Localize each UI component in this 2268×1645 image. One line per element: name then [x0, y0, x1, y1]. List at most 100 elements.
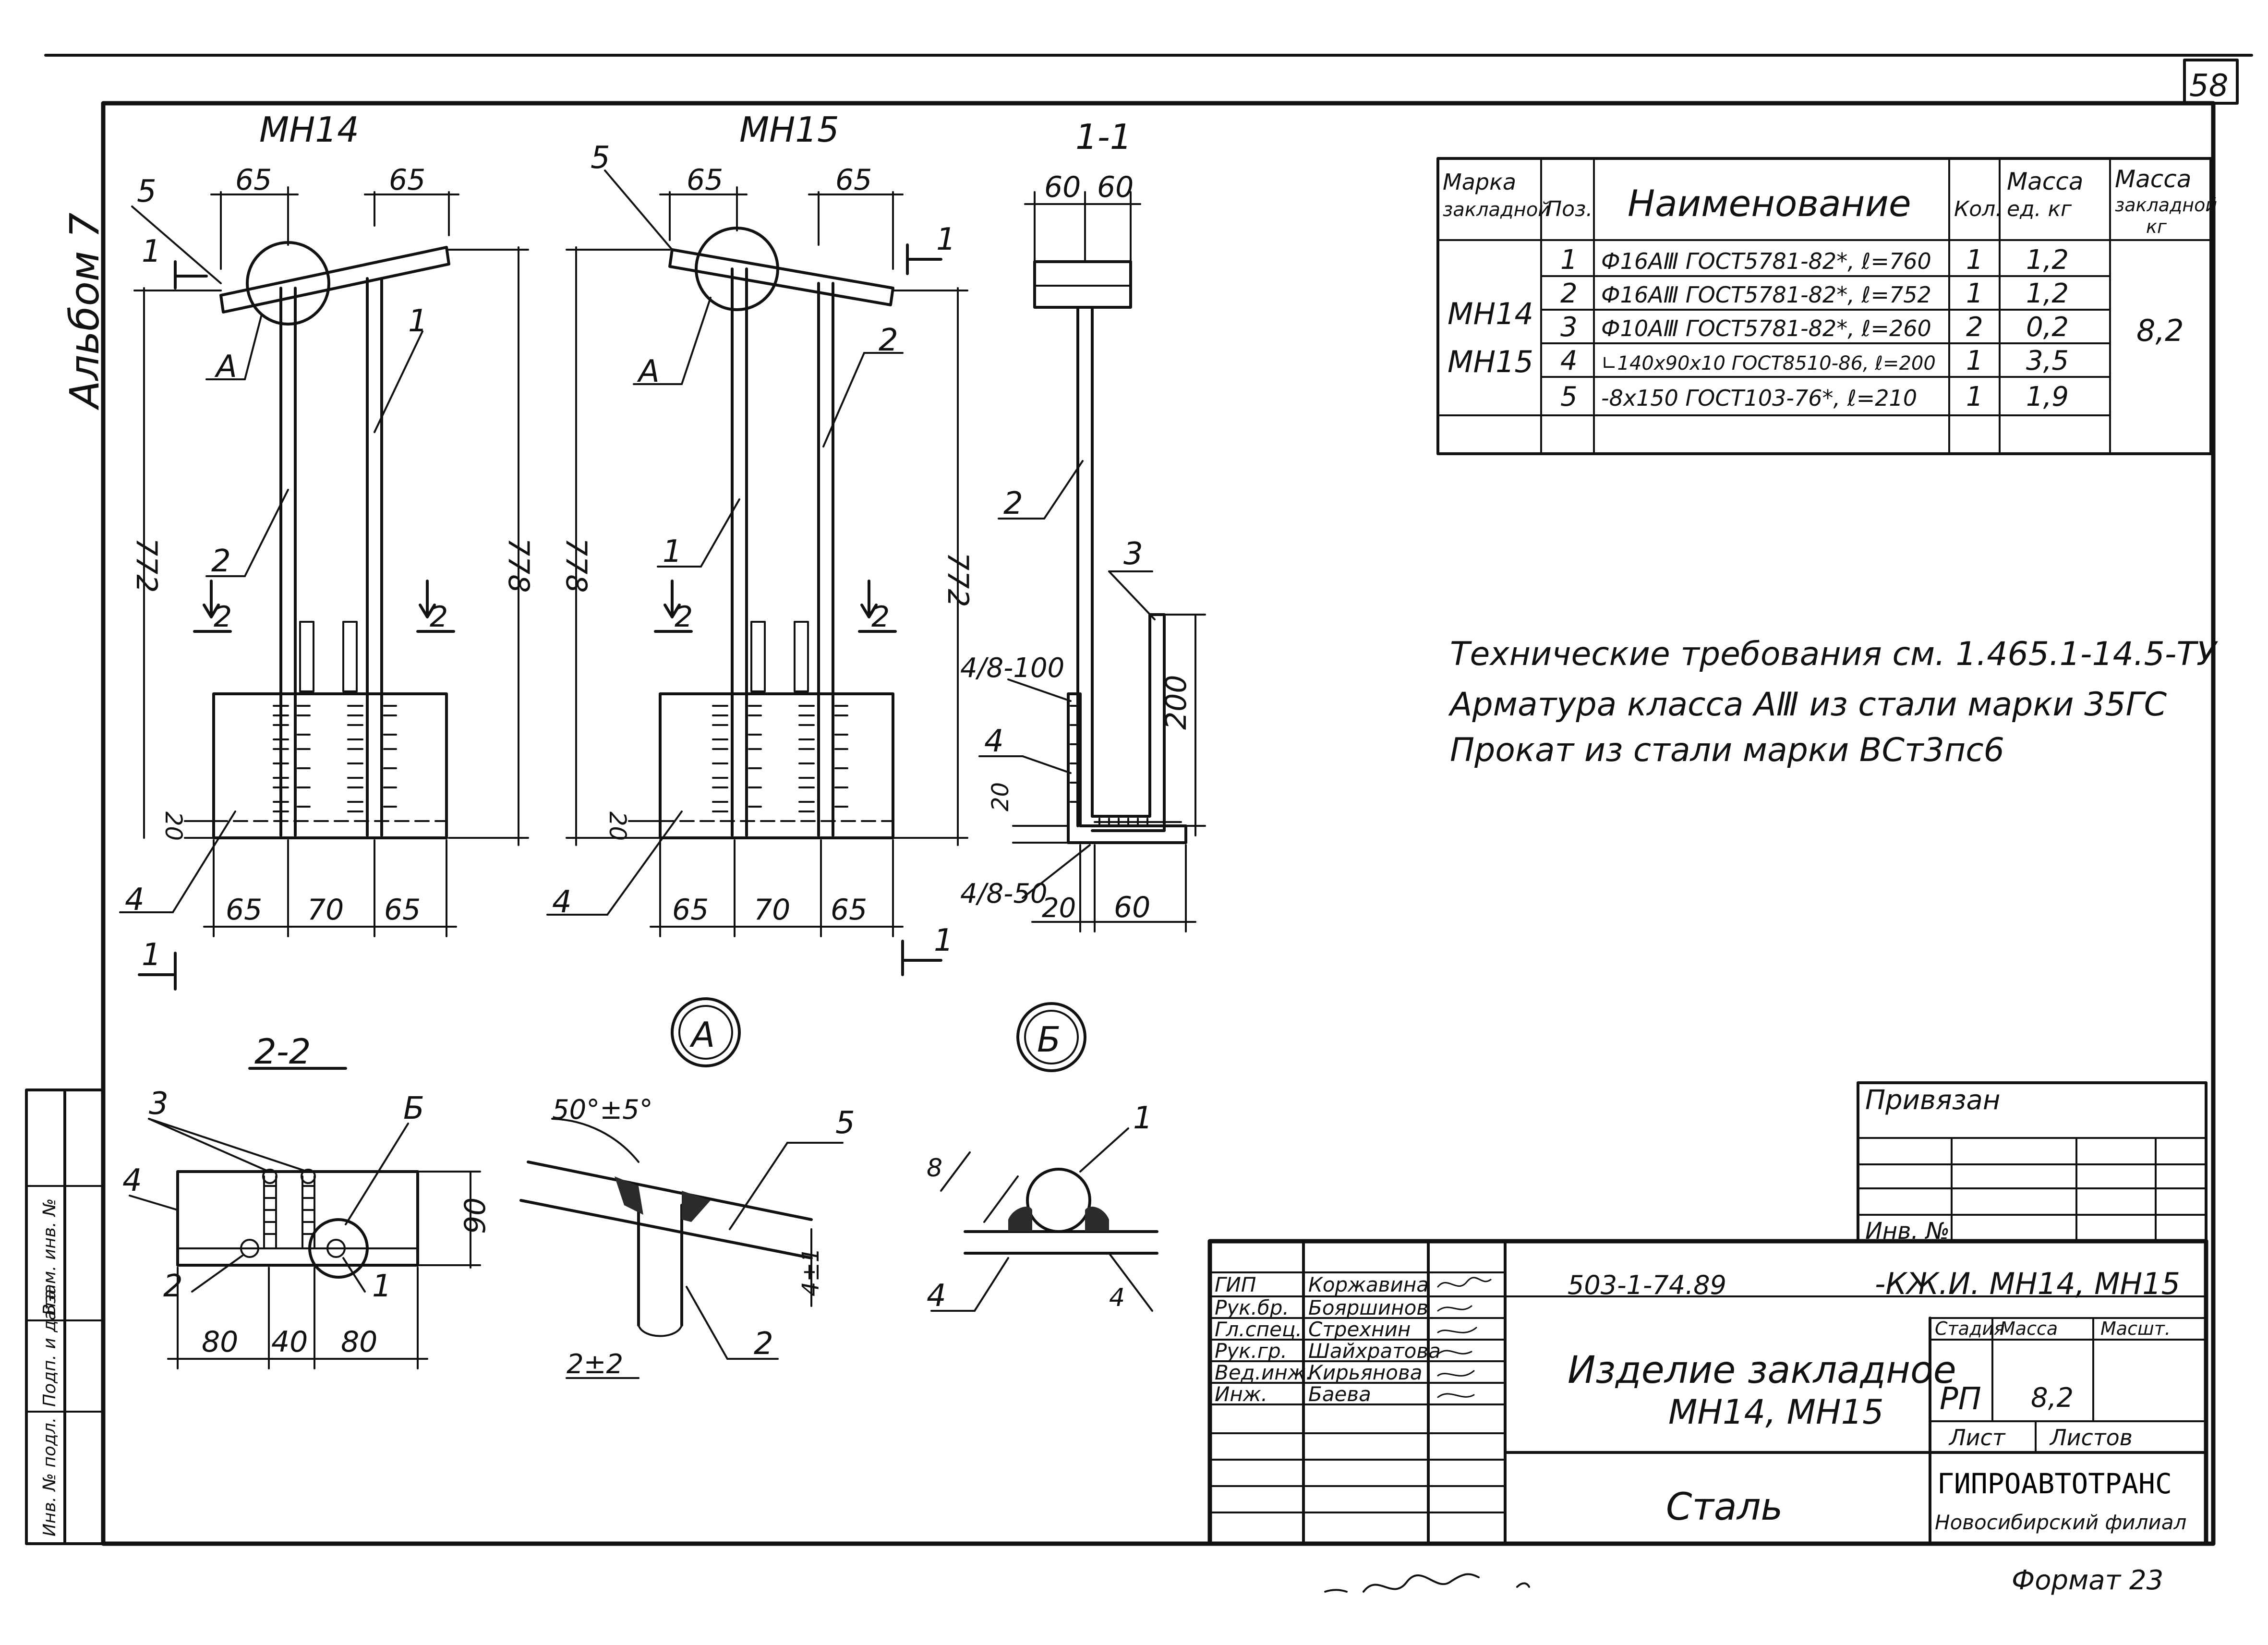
weld-marks-mn14: [273, 705, 397, 812]
cut-2-left-mn14: 2: [214, 600, 232, 634]
dim-65-bottom-right-mn14: 65: [384, 893, 421, 927]
cut-1-bottom-mn14: 1: [142, 937, 161, 973]
view-title-mn14: МН14: [259, 109, 359, 150]
cut-1-top-mn15: 1: [936, 222, 956, 257]
view-detail-a: А 50°±5° 5 2 2±2 4±1: [519, 997, 855, 1380]
row-5-pos: 5: [1560, 381, 1578, 412]
sheet-number: 58: [2189, 68, 2228, 104]
cut-2-left-mn15: 2: [675, 600, 693, 634]
view-mn15: МН15 А 5 2 1 4: [546, 109, 975, 976]
mark-4-mn15: 4: [552, 884, 572, 920]
th-qty: Кол.: [1954, 197, 2002, 221]
dim-60-top-right-s11: 60: [1097, 170, 1134, 204]
view-section-2-2: 2-2 3 Б 4 2 1 90 80 40: [122, 1031, 492, 1369]
cell-mark-mn14: МН14: [1448, 296, 1533, 331]
view-title-section-2-2: 2-2: [254, 1031, 311, 1072]
stamp-inv-original: Инв. № подл.: [40, 1417, 60, 1536]
mark-5-mn14: 5: [137, 174, 157, 209]
dim-20-mn14: 20: [160, 811, 187, 841]
table-row: 5 -8x150 ГОСТ103-76*, ℓ=210 1 1,9: [1560, 381, 2069, 412]
dim-4-detail-b: 4: [1109, 1283, 1125, 1312]
dim-778-mn15: 778: [559, 538, 593, 593]
row-4-qty: 1: [1966, 345, 1983, 376]
name-vedinzh: Кирьянова: [1308, 1361, 1422, 1384]
cut-2-right-mn14: 2: [430, 600, 448, 634]
row-3-name: Ф10АⅢ ГОСТ5781-82*, ℓ=260: [1601, 315, 1931, 341]
doc-code: 503-1-74.89: [1568, 1270, 1726, 1300]
album-label: Альбом 7: [61, 213, 108, 411]
dim-772-mn15: 772: [941, 552, 975, 607]
row-4-pos: 4: [1560, 345, 1578, 376]
stamp-replaced-inv: Взам. инв. №: [40, 1198, 60, 1316]
sheet-label: Лист: [1948, 1425, 2006, 1451]
dim-772-mn14: 772: [130, 538, 163, 593]
side-stamp: Инв. № подл. Подп. и дата Взам. инв. №: [25, 1089, 105, 1545]
row-2-qty: 1: [1966, 278, 1983, 309]
mark-3-s11: 3: [1123, 536, 1143, 572]
row-4-name: ∟140x90x10 ГОСТ8510-86, ℓ=200: [1601, 352, 1936, 375]
mark-4-s11: 4: [984, 724, 1004, 759]
cut-2-right-mn15: 2: [871, 600, 890, 634]
view-section-1-1: 1-1 60 60 2 3 4 4/8-100: [960, 117, 1206, 932]
product-name-line-1: Изделие закладное: [1568, 1349, 1956, 1392]
row-1-qty: 1: [1966, 244, 1983, 276]
scale-label: Масшт.: [2100, 1318, 2171, 1339]
dim-70-bottom-mn14: 70: [307, 893, 344, 927]
role-inzh: Инж.: [1215, 1382, 1267, 1406]
row-1-pos: 1: [1560, 244, 1578, 276]
dim-80-right-s22: 80: [341, 1325, 377, 1359]
dim-angle-detail-a: 50°±5°: [552, 1094, 653, 1125]
th-unit-mass-1: Масса: [2007, 168, 2083, 195]
dim-60-bottom-s11: 60: [1114, 891, 1150, 924]
dim-gap-detail-a: 2±2: [567, 1349, 623, 1380]
th-mark-1: Марка: [1443, 169, 1516, 195]
mark-2-mn14: 2: [211, 544, 231, 579]
org-name: ГИПРОАВТОТРАНС: [1937, 1467, 2172, 1500]
cell-total-mass: 8,2: [2136, 313, 2184, 348]
th-unit-mass-2: ед. кг: [2007, 197, 2072, 221]
org-branch: Новосибирский филиал: [1935, 1511, 2186, 1534]
th-name: Наименование: [1628, 182, 1911, 225]
row-3-qty: 2: [1966, 312, 1983, 343]
stamp-sign-date: Подп. и дата: [40, 1289, 60, 1407]
cut-1-top-mn14: 1: [142, 234, 161, 269]
row-5-name: -8x150 ГОСТ103-76*, ℓ=210: [1601, 385, 1917, 411]
mark-2-mn15: 2: [879, 323, 898, 358]
material: Сталь: [1666, 1486, 1783, 1529]
weld-marks-mn15: [712, 705, 848, 812]
mass-value: 8,2: [2031, 1382, 2074, 1414]
note-line-1: Технические требования см. 1.465.1-14.5-…: [1450, 635, 2219, 673]
stage-value: РП: [1940, 1381, 1981, 1417]
mark-2-s22: 2: [163, 1269, 183, 1304]
dim-60-top-left-s11: 60: [1044, 170, 1081, 204]
view-detail-b: Б 1 8 4 4: [927, 1002, 1158, 1314]
dim-65-bottom-left-mn15: 65: [672, 893, 709, 927]
note-line-2: Арматура класса АⅢ из стали марки 35ГС: [1448, 686, 2167, 724]
mass-label: Масса: [2000, 1318, 2058, 1339]
dim-778-mn14: 778: [502, 538, 535, 593]
th-total-mass-3: кг: [2146, 216, 2167, 237]
row-1-name: Ф16АⅢ ГОСТ5781-82*, ℓ=760: [1601, 248, 1931, 274]
th-pos: Поз.: [1546, 197, 1592, 221]
dim-65-top-right-mn14: 65: [389, 163, 425, 197]
mark-1-mn15: 1: [663, 534, 682, 569]
mark-5-detail-a: 5: [835, 1105, 855, 1141]
mark-5-mn15: 5: [591, 140, 610, 176]
detail-a-title: А: [689, 1015, 715, 1055]
weld-note-100: 4/8-100: [960, 653, 1064, 684]
name-gip: Коржавина: [1308, 1273, 1429, 1296]
format-label: Формат 23: [2012, 1565, 2163, 1596]
role-rukgr: Рук.гр.: [1215, 1339, 1287, 1363]
signature-scribble: [1324, 1573, 1530, 1593]
view-mn14: МН14 А 5 1 2 4: [119, 109, 535, 991]
role-glspec: Гл.спец.: [1215, 1318, 1302, 1341]
view-title-mn15: МН15: [739, 109, 839, 150]
table-row: 4 ∟140x90x10 ГОСТ8510-86, ℓ=200 1 3,5: [1560, 345, 2069, 376]
row-2-pos: 2: [1560, 278, 1578, 309]
dim-65-top-left-mn14: 65: [235, 163, 272, 197]
th-total-mass-1: Масса: [2115, 165, 2191, 193]
dim-70-bottom-mn15: 70: [754, 893, 790, 927]
product-name-line-2: МН14, МН15: [1668, 1392, 1884, 1432]
name-rukbr: Бояршинов: [1308, 1296, 1428, 1319]
